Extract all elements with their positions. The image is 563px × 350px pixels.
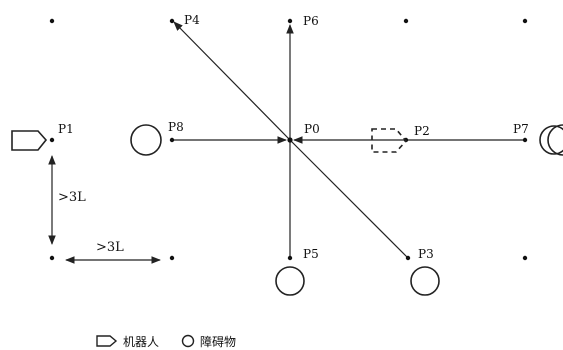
label-p4: P4	[184, 13, 200, 27]
grid-dots	[49, 18, 528, 261]
obstacle-near-p8-icon	[130, 124, 162, 156]
point-p8	[169, 137, 175, 143]
grid-dot	[403, 18, 409, 24]
legend-item-robot: 机器人	[96, 333, 159, 350]
legend: 机器人 障碍物	[96, 333, 236, 350]
obstacle-near-p7-icon	[547, 124, 563, 156]
robot-ghost-icon	[371, 128, 408, 153]
label-p5: P5	[303, 247, 319, 261]
label-p2: P2	[414, 124, 430, 138]
grid-dot	[49, 18, 55, 24]
path-p0-to-p4	[173, 21, 291, 141]
label-p7: P7	[513, 122, 529, 136]
legend-robot-label: 机器人	[123, 334, 160, 349]
label-dimension-vertical: >3L	[58, 190, 86, 205]
grid-dot	[169, 255, 175, 261]
obstacle-near-p7-outline	[539, 125, 563, 155]
label-p6: P6	[303, 14, 319, 28]
point-p3	[405, 255, 411, 261]
legend-item-obstacle: 障碍物	[181, 333, 236, 350]
point-p6	[287, 18, 293, 24]
obstacle-near-p5-icon	[275, 266, 305, 296]
point-p5	[287, 255, 293, 261]
point-p1	[49, 137, 55, 143]
label-p3: P3	[418, 247, 434, 261]
legend-obstacle-icon	[181, 334, 195, 348]
point-p4	[169, 18, 175, 24]
legend-obstacle-label: 障碍物	[200, 334, 237, 349]
robot-icon	[11, 130, 48, 151]
point-p0	[287, 137, 293, 143]
label-p1: P1	[58, 122, 74, 136]
path-p0-to-p3	[289, 139, 409, 259]
grid-dot	[522, 255, 528, 261]
label-p8: P8	[168, 120, 184, 134]
label-dimension-horizontal: >3L	[96, 240, 124, 255]
label-p0: P0	[304, 122, 320, 136]
point-p7	[522, 137, 528, 143]
obstacle-near-p3-icon	[410, 266, 440, 296]
grid-dot	[522, 18, 528, 24]
legend-robot-icon	[96, 335, 118, 347]
grid-dot	[49, 255, 55, 261]
